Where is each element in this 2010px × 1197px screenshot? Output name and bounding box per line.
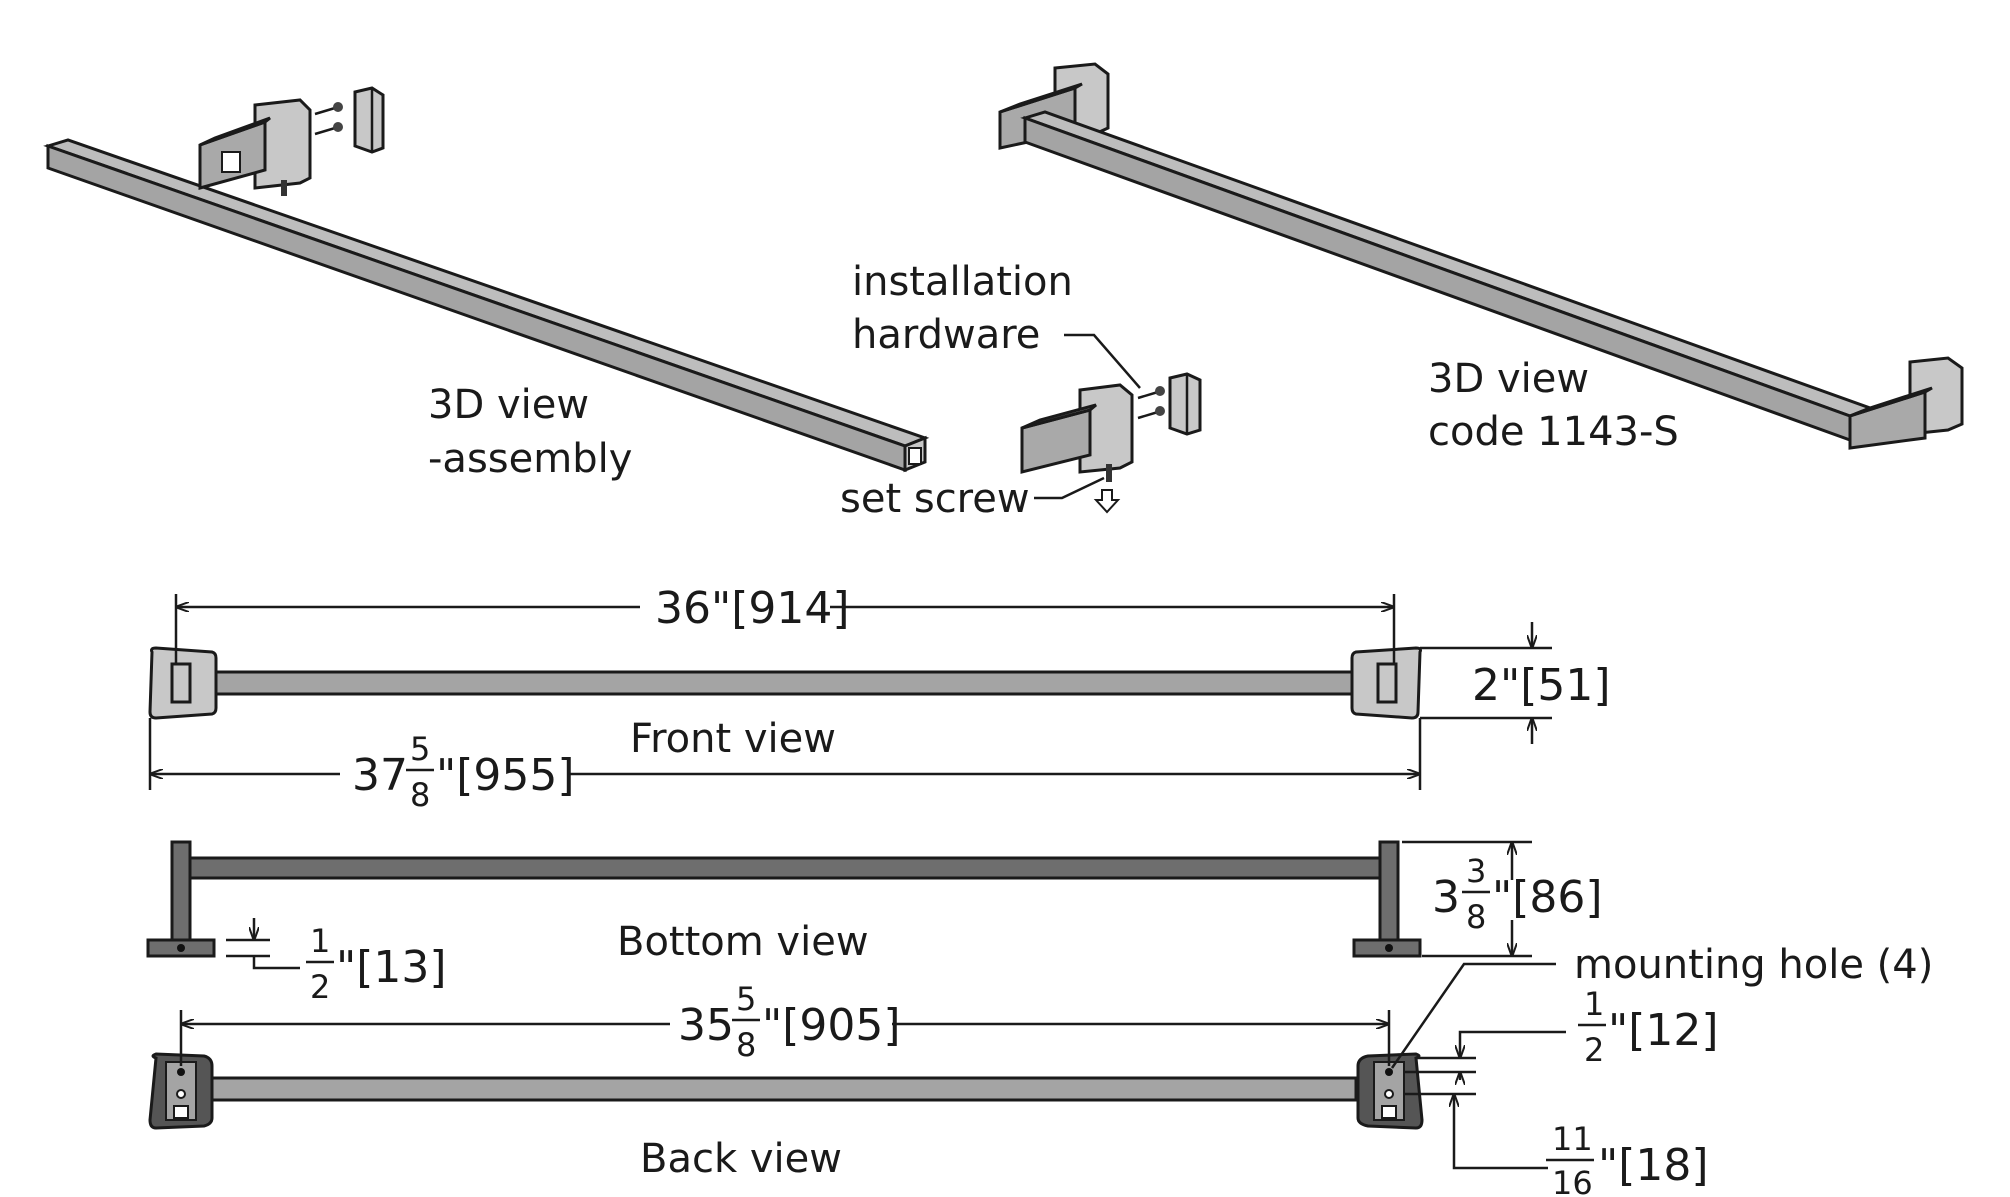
dim-projection-rest: "[86]	[1492, 872, 1603, 923]
front-view-label: Front view	[630, 716, 836, 762]
back-right-mounting-hole-top	[1385, 1068, 1393, 1076]
dim-flange-thickness-den: 2	[310, 968, 330, 1006]
bottom-left-post	[170, 840, 192, 946]
dim-overall-length-rest: "[955]	[436, 750, 575, 801]
dim-hole-gap-rest: "[18]	[1598, 1140, 1709, 1191]
dim-hole-spacing-num: 5	[736, 980, 756, 1018]
dim-projection-num: 3	[1466, 852, 1486, 890]
dim-flange-height: 2"[51]	[1472, 660, 1611, 711]
installation-hardware-3d	[1020, 372, 1202, 514]
assembly-screws	[314, 102, 343, 136]
assembly-mounting-plate	[353, 86, 385, 154]
dim-hole-top-den: 2	[1584, 1031, 1604, 1069]
assembly-view-label-2: -assembly	[428, 436, 632, 482]
dim-overall-length-num: 5	[410, 730, 430, 768]
back-left-mounting-hole-top	[177, 1068, 185, 1076]
mounting-hole-label: mounting hole (4)	[1574, 942, 1933, 988]
product-3d-view	[998, 62, 1964, 450]
front-view	[148, 646, 1422, 720]
dim-hole-top-rest: "[12]	[1608, 1005, 1719, 1056]
assembly-bracket	[198, 98, 312, 196]
dim-projection-whole: 3	[1432, 872, 1460, 923]
dim-hole-top-num: 1	[1584, 985, 1604, 1023]
bottom-right-post	[1378, 840, 1400, 946]
dim-hole-spacing-whole: 35	[678, 1000, 734, 1051]
dim-flange-thickness-num: 1	[310, 922, 330, 960]
product-view-label-1: 3D view	[1428, 356, 1589, 402]
dim-hole-gap-leader	[1454, 1094, 1548, 1170]
hardware-leader	[1064, 333, 1141, 389]
dim-hole-spacing-rest: "[905]	[762, 1000, 901, 1051]
dim-hole-gap-num: 11	[1552, 1120, 1593, 1158]
hardware-label-2: hardware	[852, 312, 1040, 358]
set-screw-label: set screw	[840, 476, 1030, 522]
set-screw-leader	[1034, 476, 1105, 500]
bottom-view	[146, 840, 1422, 958]
assembly-bar	[43, 138, 930, 473]
dim-overall-centers: 36"[914]	[655, 583, 850, 634]
dim-hole-spacing-den: 8	[736, 1026, 756, 1064]
dim-hole-top-leader	[1460, 1030, 1566, 1058]
dim-flange-thickness-rest: "[13]	[336, 942, 447, 993]
back-view	[148, 1052, 1424, 1130]
dim-overall-length-den: 8	[410, 776, 430, 814]
dim-projection-den: 8	[1466, 898, 1486, 936]
dim-hole-gap-den: 16	[1552, 1164, 1593, 1197]
dim-half-leader	[252, 956, 300, 970]
mounting-hole-leader	[1390, 962, 1556, 1069]
assembly-3d-view	[43, 86, 930, 473]
product-view-label-2: code 1143-S	[1428, 409, 1679, 455]
assembly-view-label-1: 3D view	[428, 382, 589, 428]
back-view-label: Back view	[640, 1136, 842, 1182]
hardware-label-1: installation	[852, 259, 1073, 305]
dim-overall-length-whole: 37	[352, 750, 408, 801]
bottom-view-label: Bottom view	[617, 919, 869, 965]
